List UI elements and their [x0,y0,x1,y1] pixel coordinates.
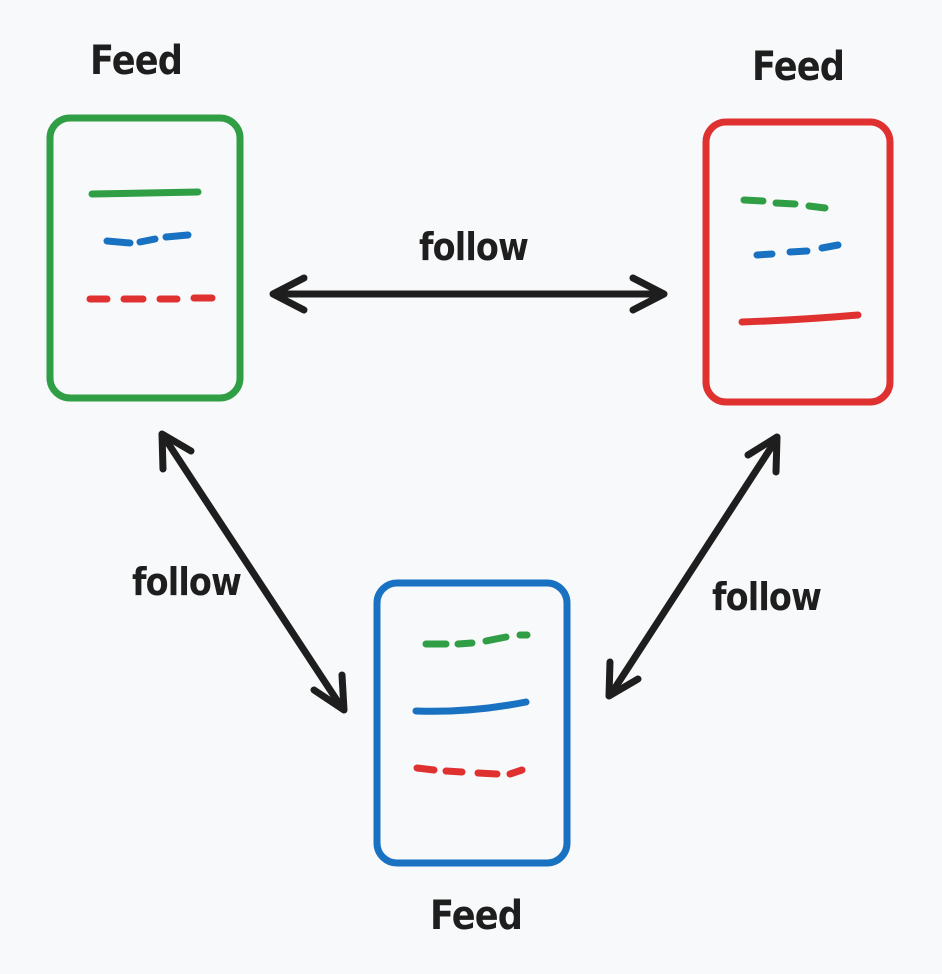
follow-arrow-red-blue-shaft [607,436,780,698]
follow-arrow-green-blue-shaft [160,433,346,712]
blue-feed-frame [373,579,571,867]
green-feed-post-solid-green [88,188,202,198]
green-feed-post-dashed-blue [103,231,192,247]
red-feed-post-solid-red [738,311,862,326]
red-feed-frame [702,118,894,406]
blue-feed-post-solid-blue [412,698,530,715]
follow-arrow-green-blue-head-bottom [310,671,348,714]
red-feed-post-dashed-blue [753,241,842,259]
follow-arrow-red-blue-head-top [744,433,781,476]
follow-label-green-red: follow [419,225,529,269]
blue-feed-title: Feed [430,893,523,939]
follow-label-green-blue: follow [132,560,242,604]
red-feed-post-dashed-green [740,196,829,212]
follow-arrow-green-red[interactable] [269,274,668,314]
follow-arrow-red-blue[interactable] [605,433,781,700]
follow-arrow-green-blue-head-top [158,430,195,473]
green-feed-card[interactable] [46,114,244,402]
blue-feed-post-dashed-green [422,631,531,648]
green-feed-frame [46,114,244,402]
follow-arrow-red-blue-head-bottom [605,658,642,700]
red-feed-card[interactable] [702,118,894,406]
green-feed-title: Feed [90,38,183,84]
red-feed-title: Feed [752,44,845,90]
follow-arrow-green-blue[interactable] [158,430,348,714]
follow-arrow-green-red-head-left [269,274,308,314]
blue-feed-card[interactable] [373,579,571,867]
blue-feed-post-dashed-red [413,764,526,778]
follow-label-red-blue: follow [712,575,822,619]
green-feed-post-dashed-red [86,294,216,303]
follow-arrow-green-red-head-right [629,274,668,314]
